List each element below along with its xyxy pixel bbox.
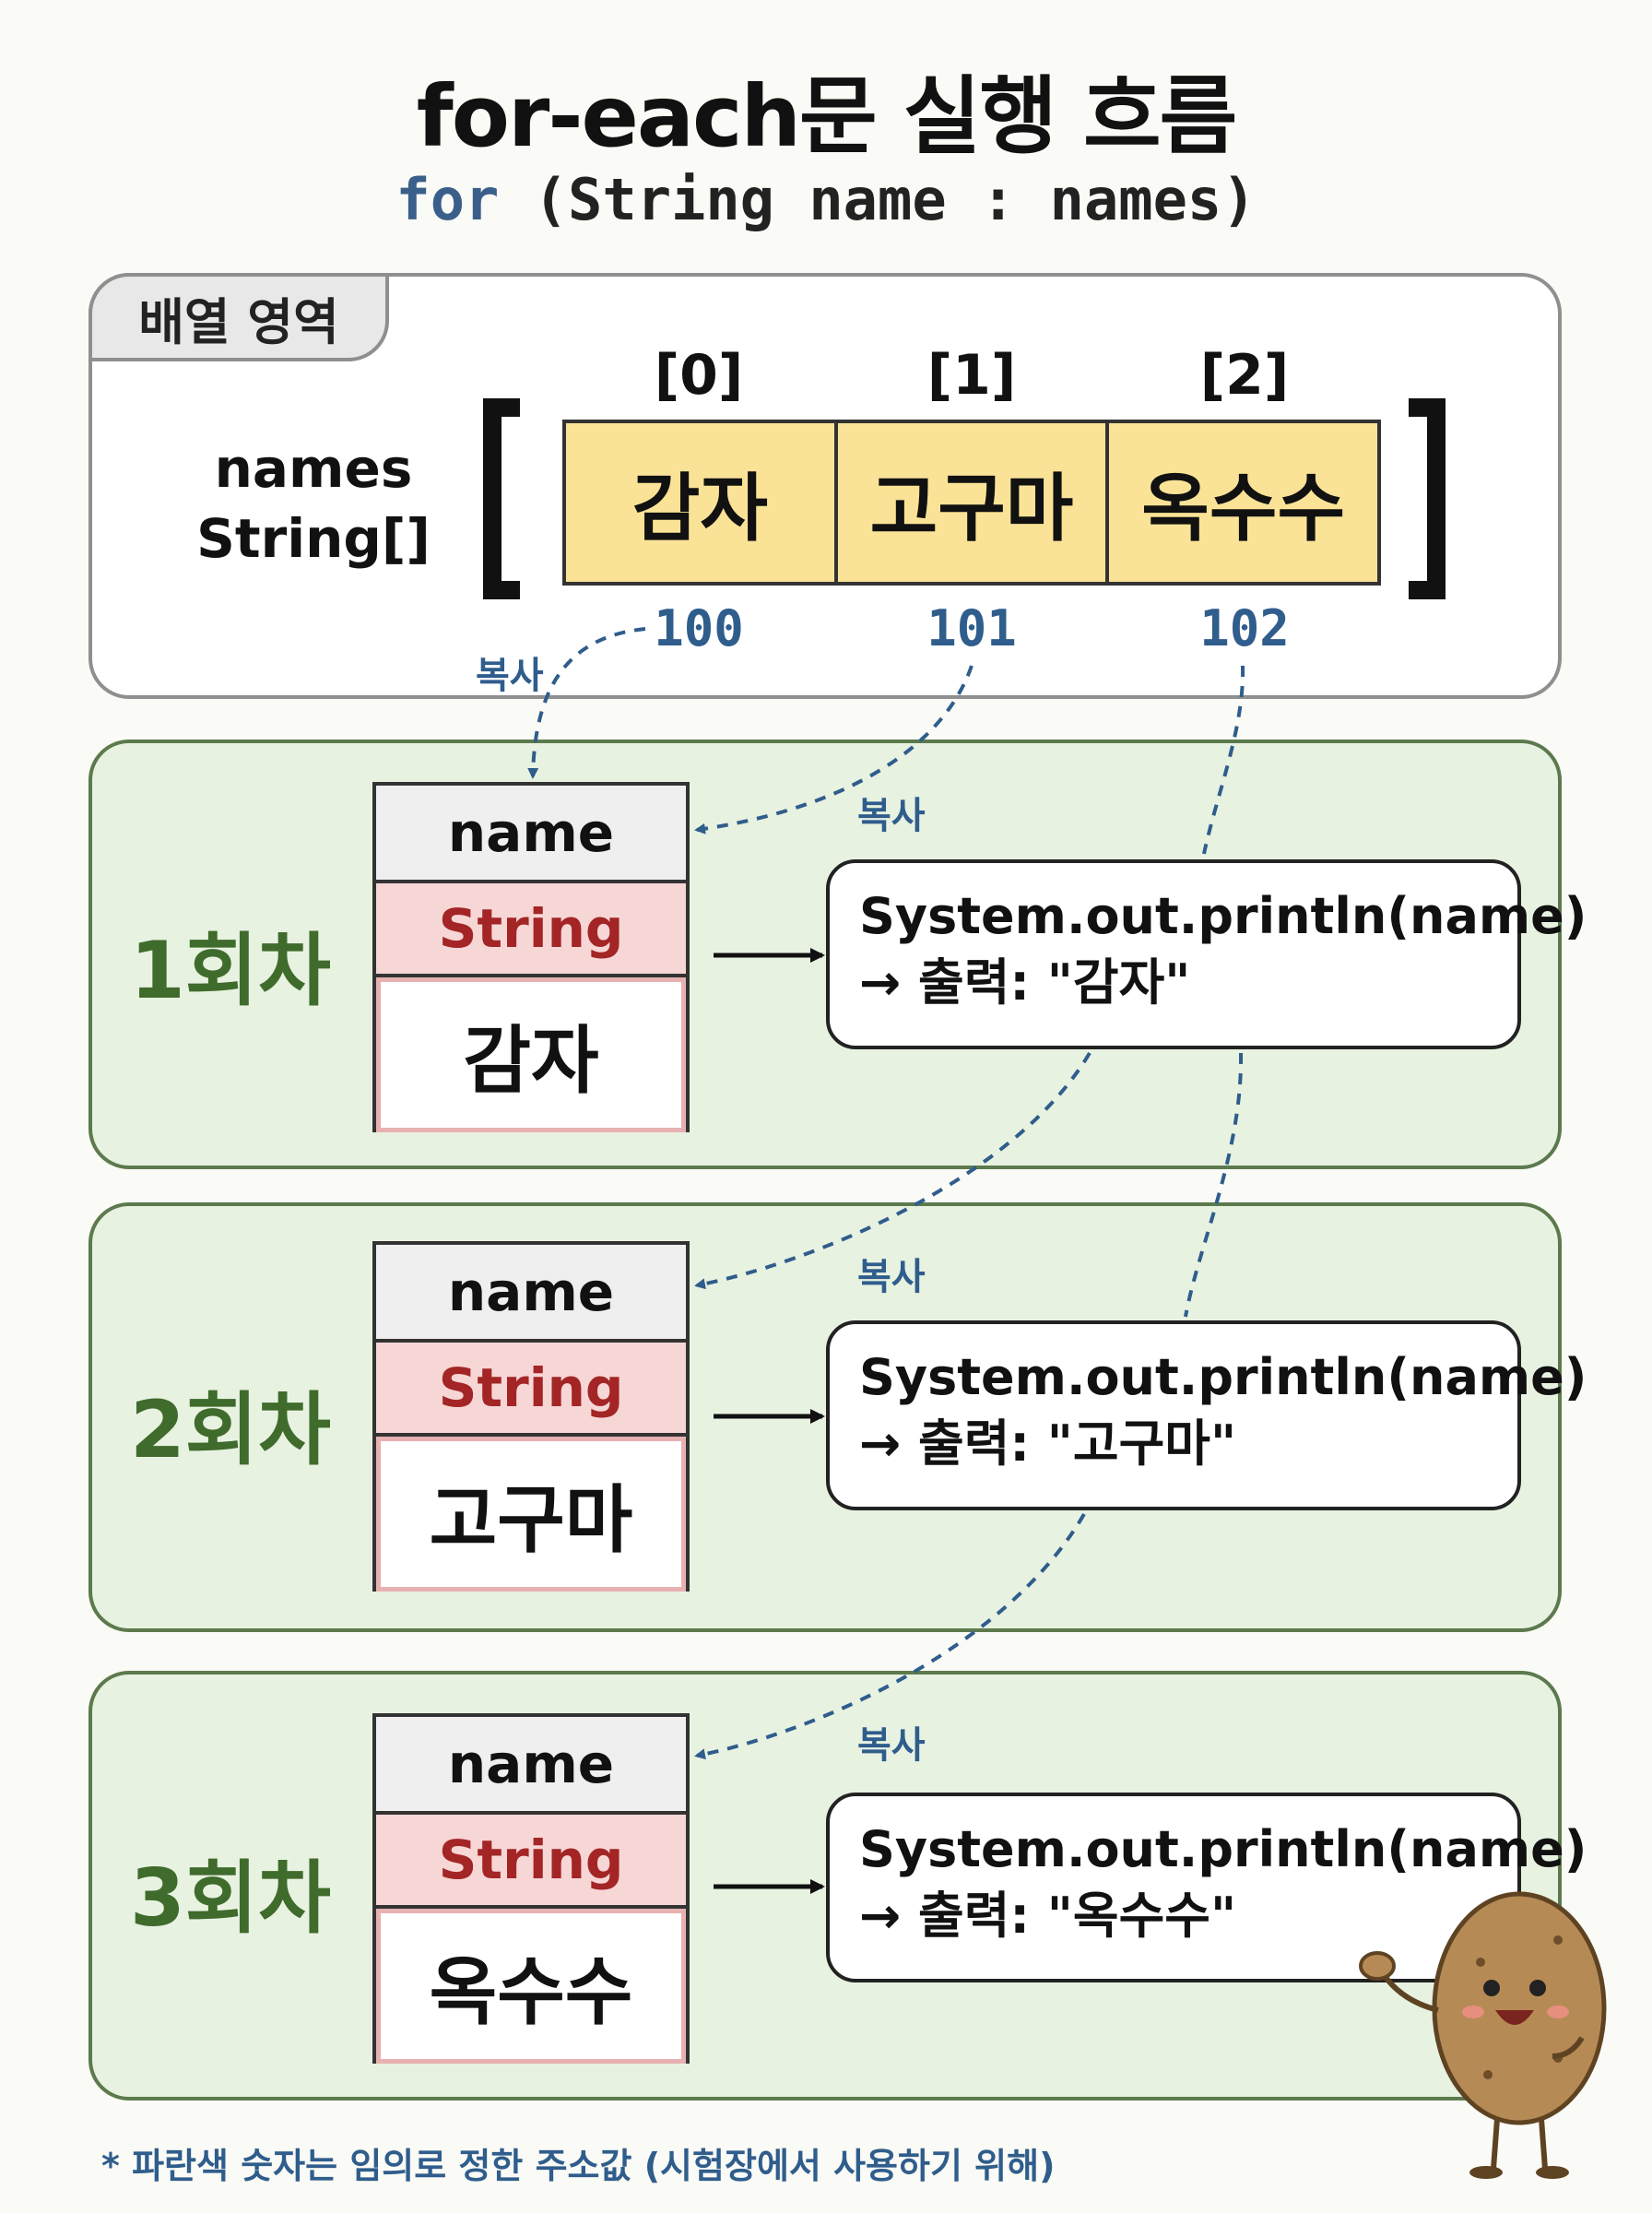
footnote: * 파란색 숫자는 임의로 정한 주소값 (시험장에서 사용하기 위해)	[101, 2146, 1056, 2186]
round-label: 1회차	[129, 925, 332, 1017]
address-label: 101	[926, 599, 1017, 657]
array-area-tab: 배열 영역	[88, 273, 389, 361]
copy-label: 복사	[857, 1256, 926, 1298]
array-index: [0]	[654, 343, 744, 408]
address-label: 102	[1199, 599, 1290, 657]
copy-label: 복사	[476, 655, 544, 697]
potato-mascot-icon	[1359, 1891, 1607, 2179]
array-index: [1]	[926, 343, 1017, 408]
array-var-name: names	[214, 437, 413, 500]
left-bracket	[483, 398, 520, 599]
array-index: [2]	[1199, 343, 1290, 408]
array-cell: 고구마	[838, 423, 1110, 582]
code-keyword: for	[395, 166, 500, 233]
array-cell: 감자	[566, 423, 838, 582]
variable-type: String	[376, 1343, 686, 1437]
print-statement: System.out.println(name)	[859, 887, 1587, 945]
variable-name: name	[376, 786, 686, 883]
code-rest: (String name : names)	[499, 166, 1257, 233]
round-label: 2회차	[129, 1384, 332, 1476]
variable-name: name	[376, 1717, 686, 1815]
print-output: → 출력: "감자"	[859, 953, 1191, 1012]
variable-value: 고구마	[376, 1437, 686, 1592]
copy-arrow	[694, 1512, 1086, 1760]
print-statement: System.out.println(name)	[859, 1820, 1587, 1878]
variable-value: 옥수수	[376, 1909, 686, 2064]
code-line: for (String name : names)	[0, 166, 1652, 233]
print-statement: System.out.println(name)	[859, 1348, 1587, 1406]
output-box: System.out.println(name) → 출력: "감자"	[826, 859, 1587, 1049]
output-box: System.out.println(name) → 출력: "고구마"	[826, 1320, 1587, 1510]
copy-arrow	[694, 1051, 1092, 1290]
output-box: System.out.println(name) → 출력: "옥수수"	[826, 1793, 1587, 1982]
print-output: → 출력: "옥수수"	[859, 1887, 1237, 1945]
copy-label: 복사	[857, 795, 926, 837]
copy-arrow	[694, 665, 974, 834]
loop-variable-box: name String 감자	[372, 782, 690, 1132]
page-title: for-each문 실행 흐름	[416, 67, 1238, 166]
copy-arrow	[527, 627, 646, 779]
loop-variable-box: name String 옥수수	[372, 1713, 690, 2064]
array-label: names String[]	[175, 433, 452, 574]
array-cells: 감자 고구마 옥수수	[562, 420, 1381, 586]
copy-label: 복사	[857, 1724, 926, 1767]
array-var-type: String[]	[196, 507, 431, 570]
print-output: → 출력: "고구마"	[859, 1414, 1237, 1473]
round-label: 3회차	[129, 1852, 332, 1945]
variable-type: String	[376, 1815, 686, 1909]
variable-name: name	[376, 1245, 686, 1343]
right-bracket	[1409, 398, 1446, 599]
dashed-link	[1184, 1052, 1244, 1318]
address-label: 100	[654, 599, 744, 657]
variable-value: 감자	[376, 977, 686, 1132]
variable-type: String	[376, 883, 686, 977]
dashed-link	[1202, 665, 1245, 855]
loop-variable-box: name String 고구마	[372, 1241, 690, 1592]
array-cell: 옥수수	[1141, 466, 1346, 551]
